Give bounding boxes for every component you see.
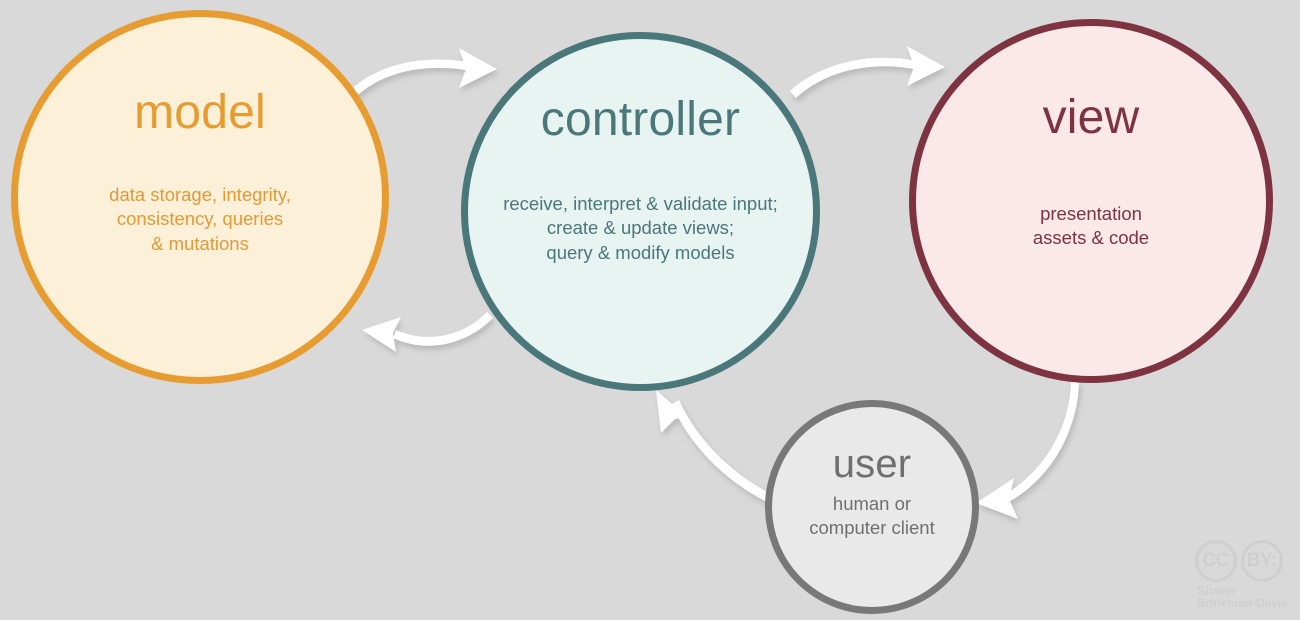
- node-view-title: view: [1042, 91, 1140, 144]
- arrow-user-to-controller: [656, 390, 773, 503]
- node-model-title: model: [134, 86, 266, 139]
- node-user[interactable]: user human or computer client: [765, 400, 979, 614]
- creative-commons-icon: CC: [1194, 539, 1237, 582]
- cc-marks: CC BY:: [1194, 539, 1283, 582]
- node-controller-title: controller: [540, 93, 741, 146]
- node-controller-description: receive, interpret & validate input; cre…: [503, 192, 778, 265]
- node-controller-desc-line: query & modify models: [546, 241, 735, 263]
- author-name-line2: Brinkman-Davis: [1196, 596, 1288, 611]
- node-user-desc-line: human or: [832, 493, 912, 514]
- arrow-model-to-controller: [343, 48, 497, 104]
- node-model-desc-line: data storage, integrity,: [109, 184, 291, 205]
- node-user-title: user: [832, 442, 912, 486]
- node-model[interactable]: model data storage, integrity, consisten…: [11, 10, 389, 384]
- arrow-view-to-user: [976, 381, 1079, 519]
- node-controller-desc-line: create & update views;: [546, 217, 735, 239]
- cc-by-icon: BY:: [1240, 539, 1283, 582]
- node-user-description: human or computer client: [809, 492, 934, 541]
- node-view-description: presentation assets & code: [1033, 202, 1149, 251]
- node-view-desc-line: assets & code: [1032, 227, 1150, 249]
- arrow-controller-to-view: [790, 46, 945, 98]
- node-model-description: data storage, integrity, consistency, qu…: [109, 183, 291, 256]
- node-controller[interactable]: controller receive, interpret & validate…: [461, 32, 820, 391]
- node-user-desc-line: computer client: [809, 517, 935, 539]
- node-controller-desc-line: receive, interpret & validate input;: [503, 193, 778, 214]
- author-name: Shane Brinkman-Davis: [1196, 582, 1288, 611]
- node-model-desc-line: consistency, queries: [116, 208, 284, 230]
- node-view-desc-line: presentation: [1040, 203, 1142, 224]
- author-name-line1: Shane: [1196, 582, 1236, 598]
- arrow-controller-to-model: [362, 312, 493, 352]
- node-model-desc-line: & mutations: [151, 232, 249, 254]
- node-view[interactable]: view presentation assets & code: [909, 19, 1273, 383]
- creative-commons-attribution: CC BY: Shane Brinkman-Davis: [1194, 539, 1288, 611]
